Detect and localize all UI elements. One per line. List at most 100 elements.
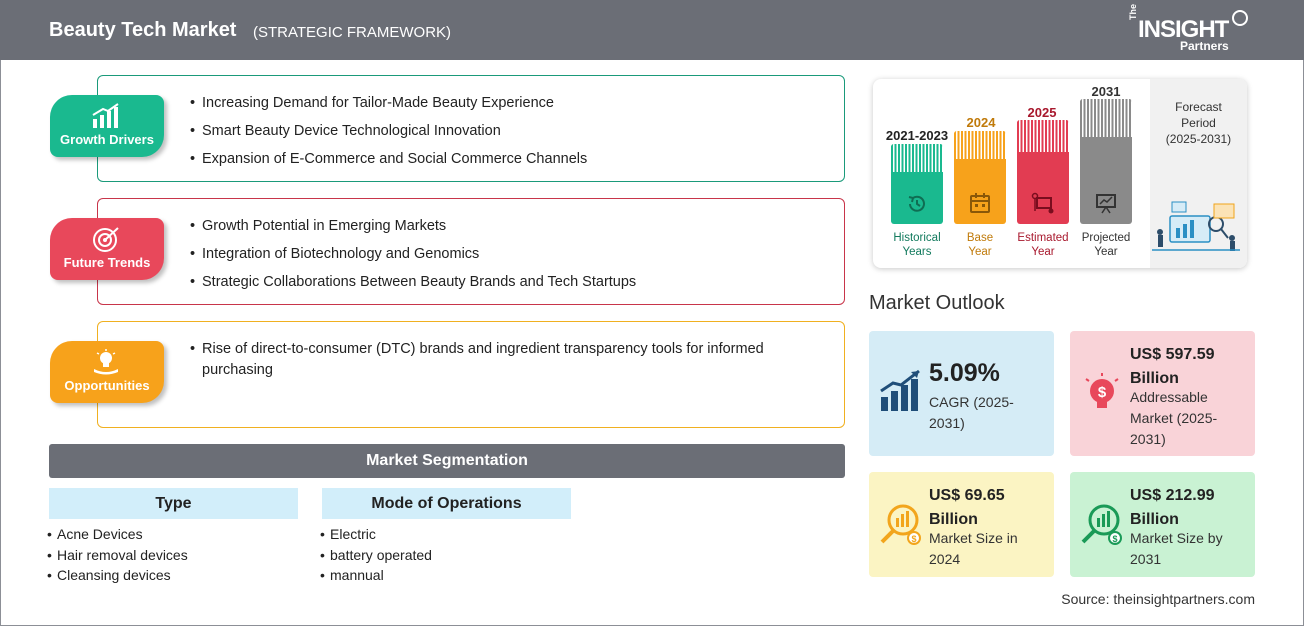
svg-text:$: $ [1112,534,1117,544]
projected-year: 2031 [1091,84,1121,99]
addressable-desc-line: Market (2025- [1130,410,1218,426]
money-bulb-icon: $ [1085,373,1119,408]
mode-list: Electric battery operated mannual [320,524,432,586]
svg-text:$: $ [1098,384,1107,401]
addressable-card: $ US$ 597.59 Billion Addressable Market … [1070,331,1255,456]
estimated-year: 2025 [1027,105,1057,120]
market-size-2024-desc-line: 2024 [929,551,961,567]
base-year: 2024 [966,115,996,130]
growth-drivers-label: Growth Drivers [60,132,154,147]
list-item: battery operated [320,545,432,566]
calendar-icon [970,193,990,213]
list-item: Hair removal devices [47,545,188,566]
list-item: Integration of Biotechnology and Genomic… [190,244,636,265]
cagr-desc-line: CAGR (2025- [929,394,1014,410]
list-item: Expansion of E-Commerce and Social Comme… [190,149,587,170]
market-size-2031-card: $ US$ 212.99 Billion Market Size by 2031 [1070,472,1255,577]
list-item: Cleansing devices [47,565,188,586]
bar-stripes [891,144,943,172]
logo-partners: Partners [1180,39,1229,53]
history-icon [908,195,925,212]
type-list: Acne Devices Hair removal devices Cleans… [47,524,188,586]
cagr-value: 5.09% [929,359,1000,387]
market-segmentation-bar: Market Segmentation [49,444,845,478]
cagr-desc-line: 2031) [929,415,965,431]
forecast-period-text: Forecast Period (2025-2031) [1150,99,1247,147]
market-size-2031-value-line: US$ 212.99 [1130,487,1215,504]
market-size-2024-card: $ US$ 69.65 Billion Market Size in 2024 [869,472,1054,577]
forecast-line: Forecast [1175,100,1222,114]
list-item: Electric [320,524,432,545]
presentation-icon [1096,194,1116,214]
addressable-value: US$ 597.59 Billion [1130,343,1215,391]
projected-bar [1080,99,1132,224]
list-item: Strategic Collaborations Between Beauty … [190,272,636,293]
base-bar [954,131,1006,224]
estimated-label-line: Year [1031,246,1055,258]
market-size-2024-desc: Market Size in 2024 [929,528,1018,570]
market-size-2024-desc-line: Market Size in [929,530,1018,546]
list-item: Smart Beauty Device Technological Innova… [190,121,587,142]
future-trends-list: Growth Potential in Emerging Markets Int… [190,216,636,300]
source-text: Source: theinsightpartners.com [1061,591,1255,607]
base-label-line: Year [968,246,992,258]
bar-stripes [954,131,1006,159]
historical-label-line: Historical [893,232,941,244]
logo-arc-icon [1232,10,1248,26]
analytics-people-icon [1152,201,1240,251]
projected-label-line: Year [1094,246,1118,258]
opportunities-badge: Opportunities [50,341,164,403]
list-item: Acne Devices [47,524,188,545]
addressable-desc-line: 2031) [1130,431,1166,447]
market-size-2031-desc: Market Size by 2031 [1130,528,1223,570]
addressable-value-line: US$ 597.59 [1130,346,1215,363]
projected-label: Projected Year [1071,231,1141,259]
logo-insight: INSIGHT [1138,16,1229,43]
market-size-2024-value: US$ 69.65 Billion [929,484,1005,532]
bar-stripes [1080,99,1132,137]
addressable-desc: Addressable Market (2025- 2031) [1130,387,1217,450]
growth-drivers-badge: Growth Drivers [50,95,164,157]
growth-bars-icon [880,369,920,411]
type-header: Type [49,488,298,519]
list-item: Growth Potential in Emerging Markets [190,216,636,237]
list-item: Rise of direct-to-consumer (DTC) brands … [190,339,810,381]
page-title: Beauty Tech Market [49,19,237,41]
magnifier-chart-icon: $ [880,504,921,545]
market-size-2024-value-line: Billion [929,511,978,528]
lightbulb-hand-icon [94,349,118,375]
market-size-2031-value-line: Billion [1130,511,1179,528]
svg-text:$: $ [911,534,916,544]
forecast-line: Period [1181,116,1216,130]
growth-chart-icon [92,103,119,128]
cagr-card: 5.09% CAGR (2025- 2031) [869,331,1054,456]
addressable-desc-line: Addressable [1130,389,1208,405]
target-icon [93,227,119,252]
mode-header: Mode of Operations [322,488,571,519]
insight-partners-logo: The INSIGHT Partners [1128,4,1258,56]
market-size-2031-value: US$ 212.99 Billion [1130,484,1215,532]
historical-label-line: Years [902,246,932,258]
historical-year: 2021-2023 [885,128,949,143]
opportunities-label: Opportunities [64,378,150,393]
market-size-2024-value-line: US$ 69.65 [929,487,1005,504]
list-item: Increasing Demand for Tailor-Made Beauty… [190,93,587,114]
future-trends-badge: Future Trends [50,218,164,280]
market-outlook-title: Market Outlook [869,292,1005,314]
forecast-line: (2025-2031) [1165,132,1232,146]
historical-bar [891,144,943,224]
estimate-screen-icon [1031,192,1054,214]
cagr-desc: CAGR (2025- 2031) [929,392,1014,434]
logo-the: The [1128,3,1138,20]
projected-label-line: Projected [1081,232,1131,244]
list-item: mannual [320,565,432,586]
growth-drivers-list: Increasing Demand for Tailor-Made Beauty… [190,93,587,177]
bar-stripes [1017,120,1069,152]
header-bar: Beauty Tech Market (STRATEGIC FRAMEWORK)… [0,0,1304,60]
estimated-bar [1017,120,1069,224]
historical-label: Historical Years [882,231,952,259]
estimated-label-line: Estimated [1017,232,1069,244]
magnifier-chart-icon: $ [1081,504,1122,545]
market-size-2031-desc-line: 2031 [1130,551,1162,567]
base-label: Base Year [945,231,1015,259]
